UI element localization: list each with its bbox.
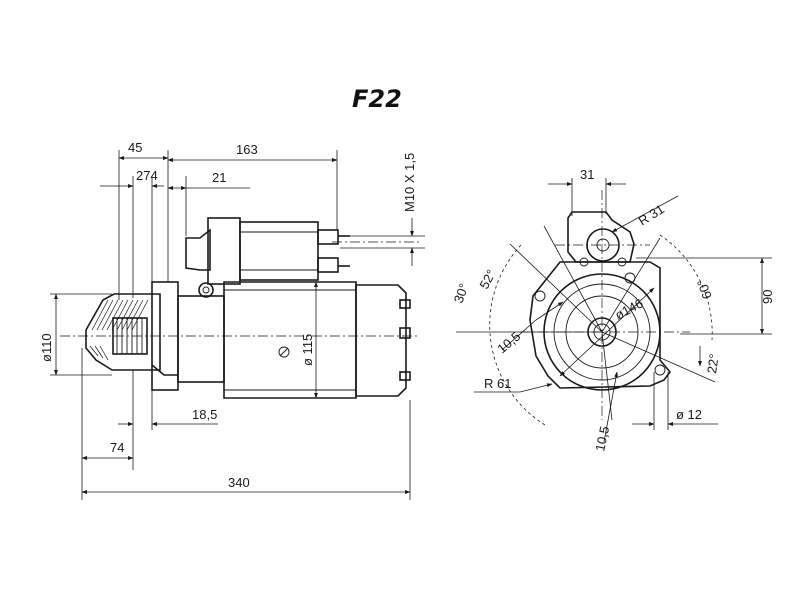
dim-31: 31	[580, 167, 594, 182]
dim-274: 274	[136, 168, 158, 183]
gear-housing	[177, 295, 225, 383]
front-flange-outline	[529, 261, 672, 389]
angle-30: 30°	[451, 281, 472, 305]
angle-arc-left	[489, 244, 546, 426]
angle-22: 22°	[704, 353, 722, 375]
solenoid	[185, 217, 350, 285]
dim-10-5-lower: 10,5	[592, 425, 612, 453]
dim-18-5: 18,5	[192, 407, 217, 422]
drive-nose	[85, 293, 161, 371]
dim-diameter-115: ø 115	[300, 334, 315, 366]
solenoid-boss	[567, 211, 635, 263]
mount-hole-left	[534, 290, 546, 302]
front-view: 31 R 31 30° 52° 60° 90 ø146 10,5 R 61 10…	[451, 167, 775, 453]
flange-foot	[151, 364, 178, 376]
terminal-lower	[317, 257, 339, 273]
dim-74: 74	[110, 440, 124, 455]
mount-hole-right	[654, 364, 666, 376]
dim-diameter-110: ø110	[39, 333, 54, 362]
dim-thread: M10 X 1,5	[402, 153, 417, 212]
dim-10-5-upper: 10,5	[494, 329, 523, 357]
angle-60: 60°	[694, 277, 715, 301]
dim-163: 163	[236, 142, 258, 157]
dim-diameter-12: ø 12	[676, 407, 702, 422]
side-view: 45 163 274 21 M10 X 1,5 ø110 ø 115 18,5 …	[39, 140, 425, 500]
model-title: F22	[352, 85, 402, 113]
commutator-end-cap	[355, 284, 407, 397]
housing-bolt	[198, 282, 214, 298]
dim-340: 340	[228, 475, 250, 490]
radius-61: R 61	[484, 376, 511, 391]
radius-31: R 31	[636, 201, 667, 228]
motor-body	[223, 281, 357, 399]
dim-45: 45	[128, 140, 142, 155]
terminal-upper	[317, 229, 339, 245]
dim-90: 90	[760, 290, 775, 304]
dim-21: 21	[212, 170, 226, 185]
angle-arc-right	[659, 234, 713, 341]
